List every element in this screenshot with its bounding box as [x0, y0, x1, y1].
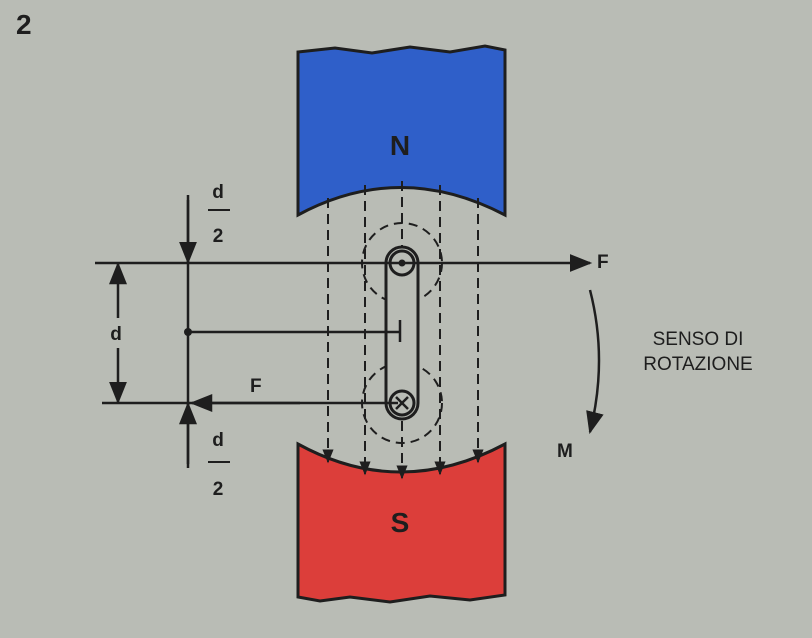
half-bottom-num: d [212, 430, 224, 451]
half-top-num: d [212, 182, 224, 203]
rotation-label-line2: ROTAZIONE [643, 354, 752, 375]
dimension-full-label: d [110, 324, 122, 345]
force-label-bottom: F [250, 376, 262, 397]
moment-label: M [557, 441, 573, 462]
north-label: N [390, 130, 410, 161]
half-top-den: 2 [213, 226, 224, 247]
half-distance-bottom: d 2 [208, 430, 230, 500]
half-distance-top: d 2 [208, 182, 230, 247]
south-label: S [391, 507, 410, 538]
rotation-label-line1: SENSO DI [653, 329, 744, 350]
force-label-top: F [597, 252, 609, 273]
south-magnet [296, 441, 507, 604]
figure-number: 2 [16, 9, 32, 40]
rotation-arrow [586, 289, 604, 435]
field-lines [322, 181, 484, 480]
half-bottom-den: 2 [213, 479, 224, 500]
